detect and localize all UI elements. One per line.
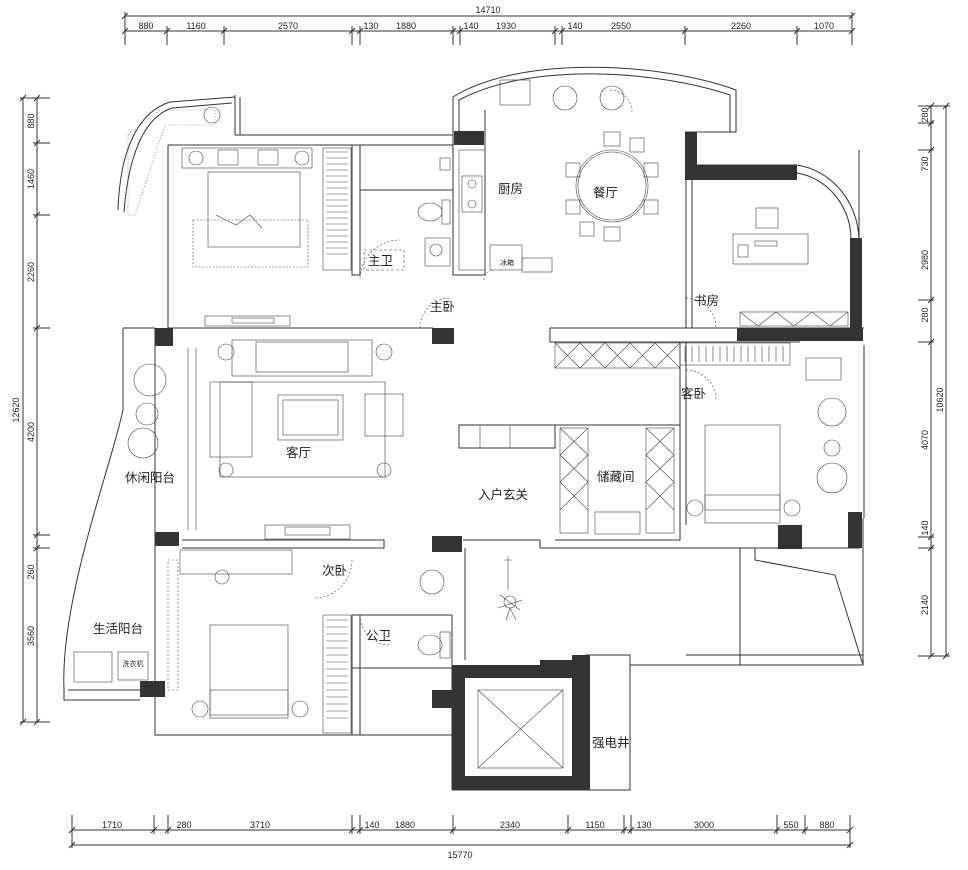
- master-bed: [181, 147, 313, 268]
- guest-bed: [686, 357, 848, 524]
- second-bed: [167, 549, 309, 719]
- top-dim: 1070: [814, 21, 834, 31]
- left-dim: 880: [26, 113, 36, 128]
- second-bedroom-label: 次卧: [322, 563, 347, 578]
- dining-table: [552, 85, 659, 242]
- top-dim: 880: [138, 21, 153, 31]
- top-dim: 2550: [611, 21, 631, 31]
- bottom-dim: 550: [783, 820, 798, 830]
- bottom-dim: 280: [176, 820, 191, 830]
- master-tv-cabinet: [204, 315, 291, 327]
- balcony-chairs: [127, 363, 167, 459]
- bottom-dimension-chain: 1710 280 3710 140 1880 2340 1150 130 300…: [68, 815, 854, 860]
- living-sofa-set: [209, 339, 404, 478]
- left-dimension-chain: 12620 880 1460 2260 4200 260 3560: [11, 94, 50, 726]
- second-wardrobe: [322, 614, 352, 734]
- bottom-dim: 3000: [694, 820, 714, 830]
- bottom-dim: 3710: [250, 820, 270, 830]
- left-dim: 1460: [26, 169, 36, 189]
- balcony-planter: [127, 106, 221, 216]
- kitchen-fixtures: [458, 79, 553, 273]
- master-bath-label: 主卫: [368, 253, 393, 268]
- top-dim: 2260: [731, 21, 751, 31]
- washer: [73, 651, 149, 683]
- structural-columns: [140, 131, 863, 790]
- bottom-dim: 1150: [585, 820, 604, 830]
- study-desk: [732, 207, 849, 327]
- public-bath-label: 公卫: [366, 628, 391, 643]
- washer-label: 洗衣机: [123, 659, 144, 668]
- top-total-dim: 14710: [475, 5, 500, 15]
- right-dim: 280: [920, 107, 930, 122]
- bottom-dim: 1880: [395, 820, 415, 830]
- electric-shaft-cross: [477, 689, 564, 769]
- living-label: 客厅: [286, 445, 311, 460]
- living-tv-cabinet: [264, 524, 351, 540]
- left-dim: 260: [26, 564, 36, 579]
- guest-bedroom-label: 客卧: [681, 386, 706, 401]
- top-dimension-chain: 14710 880 1160 2570 130 1880 140 1930 14…: [121, 5, 856, 45]
- right-dim: 4070: [920, 430, 930, 450]
- right-total-dim: 10620: [935, 387, 945, 412]
- bottom-dim: 140: [364, 820, 379, 830]
- master-bath-fixtures: [363, 157, 451, 271]
- left-dim: 3560: [26, 626, 36, 646]
- entrance-figure: [497, 556, 523, 621]
- living-sliding-door: [187, 348, 197, 530]
- bottom-dim: 130: [636, 820, 651, 830]
- storage-label: 储藏间: [597, 469, 635, 484]
- public-bath-fixtures: [417, 569, 451, 659]
- bottom-dim: 880: [819, 820, 834, 830]
- top-dim: 130: [363, 21, 378, 31]
- left-dim: 4200: [26, 422, 36, 442]
- electric-shaft-label: 强电井: [592, 735, 630, 750]
- top-dim: 1880: [396, 21, 416, 31]
- right-dim: 2140: [920, 595, 930, 615]
- bottom-dim: 1710: [102, 820, 122, 830]
- door-swings: [313, 89, 717, 646]
- kitchen-label: 厨房: [498, 181, 523, 196]
- top-dim: 140: [567, 21, 582, 31]
- right-dim: 140: [920, 520, 930, 535]
- master-bedroom-label: 主卧: [430, 299, 455, 314]
- top-dim: 140: [463, 21, 478, 31]
- dining-label: 餐厅: [593, 185, 618, 200]
- right-dimension-chain: 280 730 2980 280 4070 140 2140 10620: [918, 102, 950, 660]
- left-dim: 2260: [26, 262, 36, 282]
- bottom-total-dim: 15770: [447, 850, 472, 860]
- study-label: 书房: [694, 293, 719, 308]
- right-dim: 2980: [920, 250, 930, 270]
- bottom-dim: 2340: [500, 820, 520, 830]
- right-dim: 280: [920, 307, 930, 322]
- entrance-label: 入户玄关: [478, 487, 528, 502]
- top-dim: 1160: [186, 21, 205, 31]
- storage-cabinets: [458, 342, 791, 535]
- leisure-balcony-label: 休闲阳台: [125, 470, 175, 485]
- top-dim: 2570: [278, 21, 298, 31]
- right-dim: 730: [920, 156, 930, 171]
- left-total-dim: 12620: [11, 397, 21, 422]
- fridge-label: 冰箱: [500, 258, 514, 267]
- top-dim: 1930: [496, 21, 516, 31]
- master-wardrobe: [322, 147, 352, 271]
- utility-balcony-label: 生活阳台: [93, 621, 143, 636]
